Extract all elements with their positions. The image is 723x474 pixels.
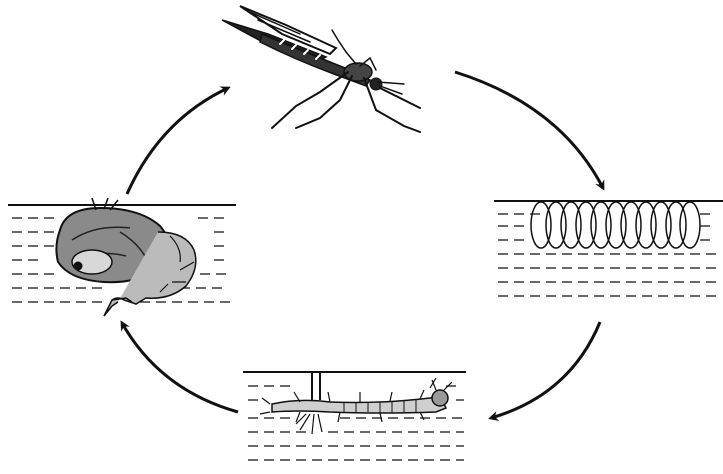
arrow-larva-to-pupa [122,323,238,412]
arrow-eggs-to-larva [491,322,600,418]
arrow-pupa-to-adult [127,88,228,194]
egg-ellipses [531,202,700,248]
larva-icon [243,372,466,460]
pupa-icon [8,198,236,316]
cycle-arrows [122,72,603,418]
egg-raft-icon [494,201,723,296]
arrow-adult-to-eggs [455,72,603,188]
adult-mosquito-icon [222,6,420,132]
